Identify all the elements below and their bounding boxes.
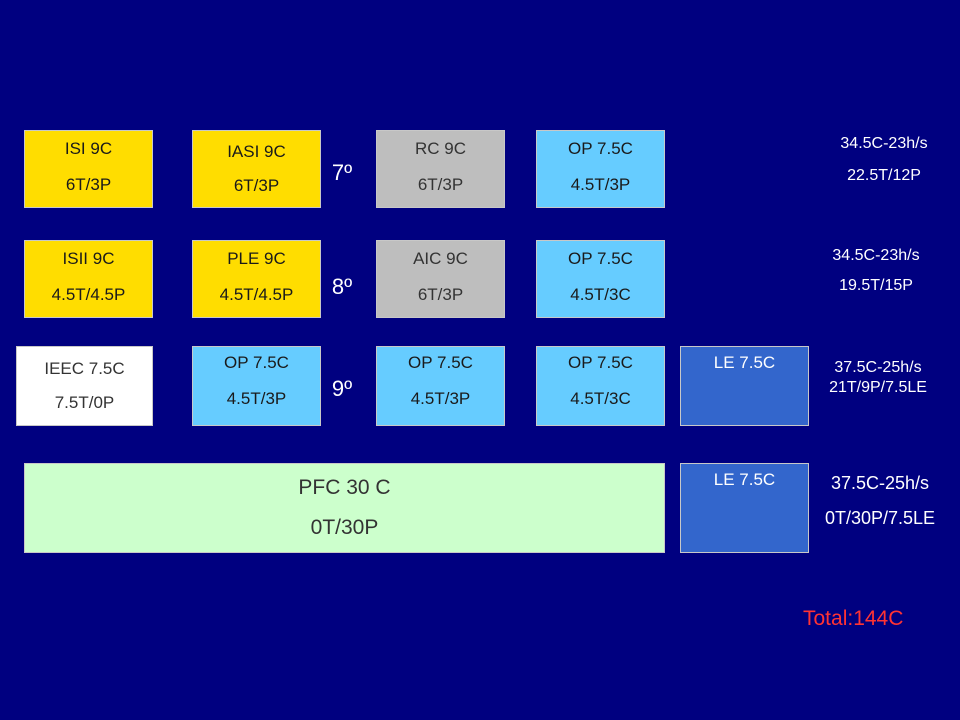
course-hours: 4.5T/3C [570, 389, 631, 408]
total-credits: Total:144C [803, 607, 904, 630]
course-hours: 0T/30P [310, 516, 379, 539]
course-name: ISI 9C [64, 139, 113, 158]
course-hours: 4.5T/3P [226, 389, 287, 408]
course-name: OP 7.5C [408, 353, 473, 372]
course-hours: 4.5T/3P [410, 389, 471, 408]
course-name: OP 7.5C [568, 249, 633, 268]
course-hours: 4.5T/3P [570, 175, 631, 194]
course-box-pfc: PFC 30 C 0T/30P [24, 463, 665, 553]
course-box-op-7: OP 7.5C 4.5T/3P [536, 130, 665, 208]
course-hours: 7.5T/0P [54, 393, 115, 412]
course-box-ieec: IEEC 7.5C 7.5T/0P [16, 346, 153, 426]
summary-credits: 37.5C-25h/s [834, 359, 922, 376]
course-box-iasi: IASI 9C 6T/3P [192, 130, 321, 208]
course-name: OP 7.5C [568, 139, 633, 158]
course-name: AIC 9C [413, 249, 468, 268]
course-box-le-pfc: LE 7.5C [680, 463, 809, 553]
summary-split: 21T/9P/7.5LE [829, 379, 927, 396]
course-hours: 6T/3P [233, 176, 280, 195]
semester-summary-pfc: 37.5C-25h/s 0T/30P/7.5LE [800, 473, 960, 529]
course-name: ISII 9C [62, 249, 115, 268]
course-name: IASI 9C [227, 142, 286, 161]
course-hours: 6T/3P [65, 175, 112, 194]
course-box-le-9: LE 7.5C [680, 346, 809, 426]
summary-split: 22.5T/12P [847, 167, 921, 184]
semester-label-8: 8º [331, 274, 353, 299]
course-hours: 6T/3P [417, 175, 464, 194]
course-box-isi: ISI 9C 6T/3P [24, 130, 153, 208]
semester-label-9: 9º [331, 376, 353, 401]
summary-split: 0T/30P/7.5LE [824, 508, 936, 528]
course-name: PFC 30 C [298, 476, 391, 499]
course-name: PLE 9C [227, 249, 286, 268]
course-name: LE 7.5C [713, 353, 776, 372]
course-box-aic: AIC 9C 6T/3P [376, 240, 505, 318]
course-hours: 4.5T/3C [570, 285, 631, 304]
course-box-ple: PLE 9C 4.5T/4.5P [192, 240, 321, 318]
summary-split: 19.5T/15P [839, 277, 913, 294]
semester-summary-9: 37.5C-25h/s 21T/9P/7.5LE [798, 359, 958, 397]
course-name: OP 7.5C [224, 353, 289, 372]
course-box-rc: RC 9C 6T/3P [376, 130, 505, 208]
course-name: LE 7.5C [713, 470, 776, 489]
semester-summary-8: 34.5C-23h/s 19.5T/15P [796, 247, 956, 295]
summary-credits: 37.5C-25h/s [830, 473, 930, 493]
summary-credits: 34.5C-23h/s [832, 247, 920, 264]
course-hours: 4.5T/4.5P [219, 285, 294, 304]
course-box-op-8: OP 7.5C 4.5T/3C [536, 240, 665, 318]
course-name: OP 7.5C [568, 353, 633, 372]
course-box-isii: ISII 9C 4.5T/4.5P [24, 240, 153, 318]
course-hours: 6T/3P [417, 285, 464, 304]
course-box-op-9a: OP 7.5C 4.5T/3P [192, 346, 321, 426]
semester-summary-7: 34.5C-23h/s 22.5T/12P [804, 135, 960, 185]
summary-credits: 34.5C-23h/s [840, 135, 928, 152]
course-name: RC 9C [414, 139, 466, 158]
course-box-op-9c: OP 7.5C 4.5T/3C [536, 346, 665, 426]
course-hours: 4.5T/4.5P [51, 285, 126, 304]
semester-label-7: 7º [331, 160, 353, 185]
course-box-op-9b: OP 7.5C 4.5T/3P [376, 346, 505, 426]
course-name: IEEC 7.5C [44, 359, 125, 378]
